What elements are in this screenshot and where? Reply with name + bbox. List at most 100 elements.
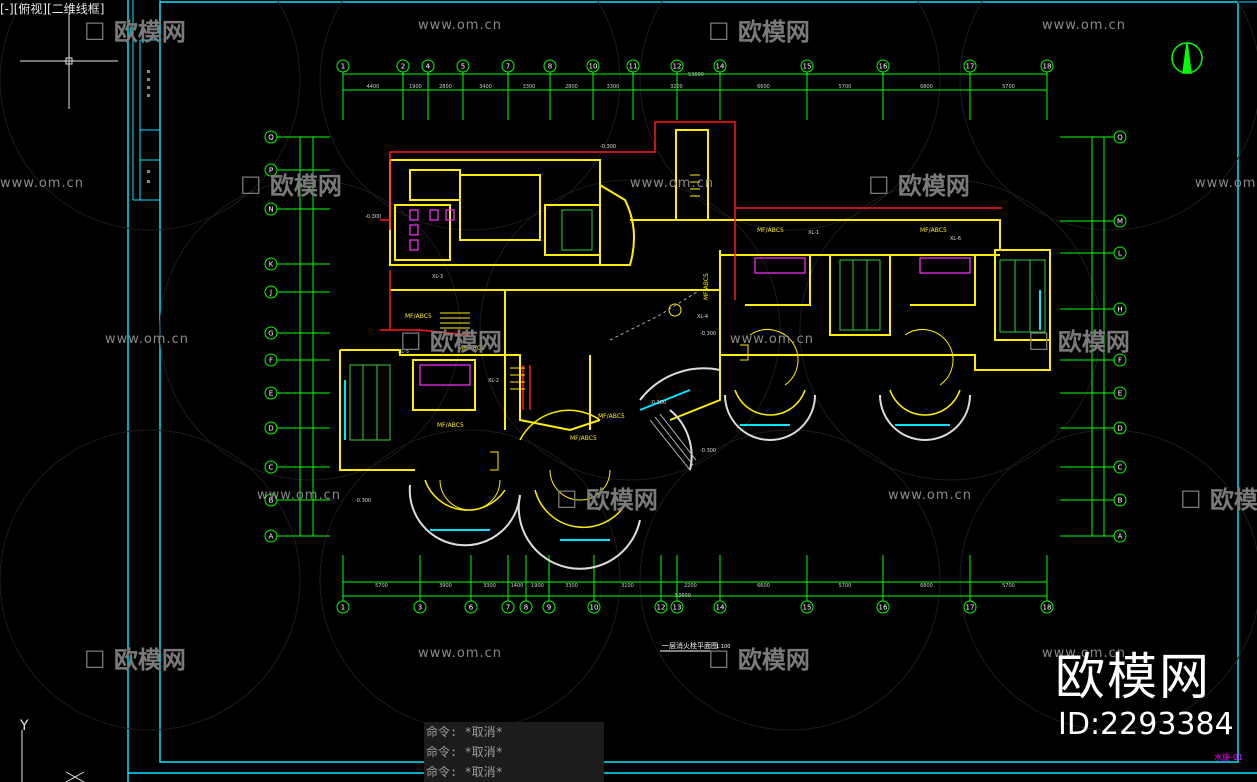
watermark-url: www.om.cn — [888, 488, 972, 503]
column-axis-bubble-label: 15 — [803, 604, 812, 612]
svg-text:XL-5: XL-5 — [398, 349, 409, 355]
row-axis-bubble-label: E — [269, 390, 273, 398]
column-axis-bubble-label: 16 — [879, 63, 888, 71]
watermark-url: www.om.cn — [418, 18, 502, 33]
svg-text:-0.300: -0.300 — [700, 331, 716, 337]
row-axis-bubble-label: C — [269, 464, 274, 472]
column-axis-bubble: 4 — [421, 59, 435, 73]
row-axis-bubble: P — [264, 163, 278, 177]
row-axis-bubble: J — [264, 285, 278, 299]
dimension-text: 5700 — [839, 84, 852, 90]
row-axis-bubble: Q — [264, 130, 278, 144]
dimension-text: 6600 — [757, 84, 770, 90]
row-axis-leaders-right — [1060, 136, 1114, 537]
elevation-labels: -0.300 -0.300 -0.300 -0.300 -0.300 -0.30… — [355, 144, 716, 504]
curved-walls — [408, 367, 971, 570]
row-axis-bubble-label: N — [268, 206, 273, 214]
watermark-circles — [0, 0, 1257, 731]
column-axis-bubble: 14 — [713, 600, 727, 614]
row-axis-bubble: D — [264, 421, 278, 435]
svg-text:MF/ABC5: MF/ABC5 — [703, 273, 710, 300]
row-axis-bubble: A — [264, 529, 278, 543]
row-axis-bubble: F — [264, 353, 278, 367]
watermark-logo: ☐ 欧模网 — [240, 172, 342, 200]
extinguisher-labels: MF/ABC5 MF/ABC5 MF/ABC5 MF/ABC5 MF/ABC5 … — [405, 227, 947, 442]
row-axis-bubble-label: C — [1118, 464, 1123, 472]
dimension-text: 3300 — [523, 84, 536, 90]
column-axis-bubble: 16 — [876, 600, 890, 614]
row-axis-bubble: C — [1113, 460, 1127, 474]
row-axis-bubble: E — [1113, 386, 1127, 400]
drawing-title: 一层消火栓平面图 — [662, 641, 718, 650]
column-axis-bubble: 9 — [542, 600, 556, 614]
row-axis-bubble-label: H — [1117, 306, 1122, 314]
column-axis-bubble-label: 5 — [461, 63, 465, 71]
brand-id: ID:2293384 — [1058, 707, 1234, 742]
column-axis-bubble-label: 13 — [673, 604, 682, 612]
svg-text:MF/ABC5: MF/ABC5 — [405, 313, 432, 320]
svg-text:MF/ABC5: MF/ABC5 — [437, 422, 464, 429]
ucs-y-label: Y — [19, 718, 29, 734]
viewport-controls-label[interactable]: [-][俯视][二维线框] — [0, 2, 105, 16]
column-axis-bubble-label: 11 — [629, 63, 638, 71]
drawing-scale: 1:100 — [716, 644, 730, 650]
total-dimension-bottom: 53600 — [675, 593, 691, 599]
row-axis-bubble: H — [1113, 302, 1127, 316]
column-axis-bubble-label: 14 — [716, 63, 725, 71]
column-axis-bubble-label: 12 — [657, 604, 666, 612]
row-axis-bubble-label: M — [1117, 218, 1123, 226]
dimension-text: 3400 — [479, 84, 492, 90]
column-axis-bubble: 15 — [800, 600, 814, 614]
hydrant-labels: XL-1 XL-2 XL-3 XL-4 XL-5 XL-6 — [398, 230, 961, 384]
dimension-text: 5700 — [1002, 84, 1015, 90]
row-axis-bubble: G — [264, 326, 278, 340]
svg-text:MF/ABC5: MF/ABC5 — [598, 413, 625, 420]
column-axis-bubble-label: 15 — [803, 63, 812, 71]
watermark-logo: ☐ 欧模网 — [556, 486, 658, 514]
curved-walls-inner — [424, 389, 961, 529]
watermark-logo: ☐ 欧模网 — [708, 18, 810, 46]
svg-text:-0.300: -0.300 — [700, 448, 716, 454]
dimension-text: 3300 — [483, 583, 496, 589]
column-axis-bubble: 16 — [876, 59, 890, 73]
stair-curve — [649, 413, 697, 471]
row-axis-bubble-label: Q — [268, 134, 274, 142]
row-axis-leaders-left — [277, 136, 330, 537]
dimension-text: 3900 — [439, 583, 452, 589]
row-axis-bubble: B — [264, 493, 278, 507]
ucs-cursor — [20, 13, 118, 109]
row-axis-bubble-label: D — [1117, 425, 1122, 433]
stairs — [440, 174, 700, 390]
row-axis-bubble: K — [264, 257, 278, 271]
watermark-logo: ☐ 欧模网 — [400, 328, 502, 356]
svg-text:MF/ABC5: MF/ABC5 — [757, 227, 784, 234]
row-axis-bubble-label: F — [1118, 357, 1122, 365]
row-axis-bubble-label: K — [269, 261, 274, 269]
column-axis-bubble-label: 9 — [547, 604, 551, 612]
watermark-url: www.om.cn — [1195, 176, 1257, 191]
dashed-route — [609, 289, 701, 341]
row-axis-bubble-label: A — [1118, 533, 1123, 541]
watermark-url: www.om.cn — [630, 176, 714, 191]
svg-text:XL-3: XL-3 — [432, 274, 443, 280]
dimension-text: 5700 — [375, 583, 388, 589]
dimension-text: 3100 — [621, 583, 634, 589]
row-axis-bubble: F — [1113, 353, 1127, 367]
row-axis-bubble: B — [1113, 493, 1127, 507]
furniture — [409, 209, 971, 386]
row-axis-bubble: M — [1113, 214, 1127, 228]
column-axis-bubble: 12 — [670, 59, 684, 73]
column-axis-bubble: 10 — [587, 600, 601, 614]
ucs-icon — [21, 730, 85, 782]
svg-text:-0.300: -0.300 — [650, 400, 666, 406]
row-axis-bubble-label: F — [269, 357, 273, 365]
watermark-logo: ☐ 欧模网 — [84, 18, 186, 46]
row-axis-bubble-label: L — [1118, 250, 1122, 258]
sheet-number: 水施-01 — [1214, 753, 1244, 762]
watermark-url: www.om.cn — [105, 332, 189, 347]
dimension-text: 2800 — [439, 84, 452, 90]
